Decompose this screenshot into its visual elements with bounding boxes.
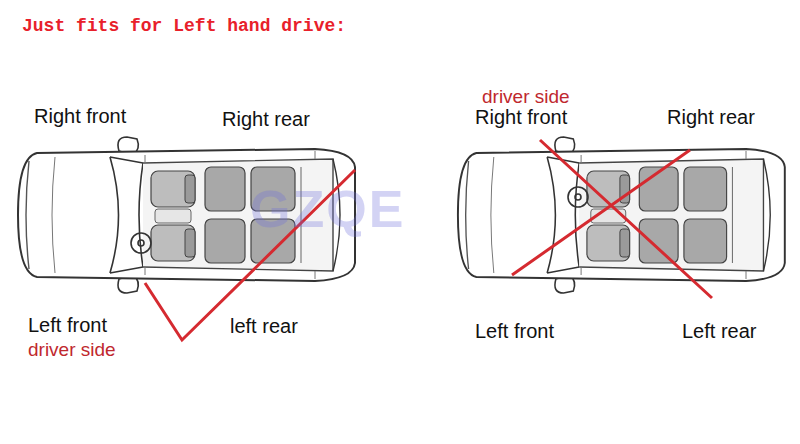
driver-side-label: driver side xyxy=(482,86,570,108)
seat-label: Left front xyxy=(475,320,554,343)
seat-label: Right rear xyxy=(667,106,755,129)
seat-label: Left rear xyxy=(682,320,756,343)
cross-mark xyxy=(512,140,712,298)
seat-label: Right front xyxy=(475,106,567,129)
watermark: GZQE xyxy=(250,180,405,240)
driver-side-label: driver side xyxy=(28,339,116,361)
page-title: Just fits for Left hand drive: xyxy=(22,16,346,37)
seat-label: Left front xyxy=(28,314,107,337)
seat-label: Right rear xyxy=(222,108,310,131)
seat-label: left rear xyxy=(230,315,298,338)
seat-label: Right front xyxy=(34,105,126,128)
